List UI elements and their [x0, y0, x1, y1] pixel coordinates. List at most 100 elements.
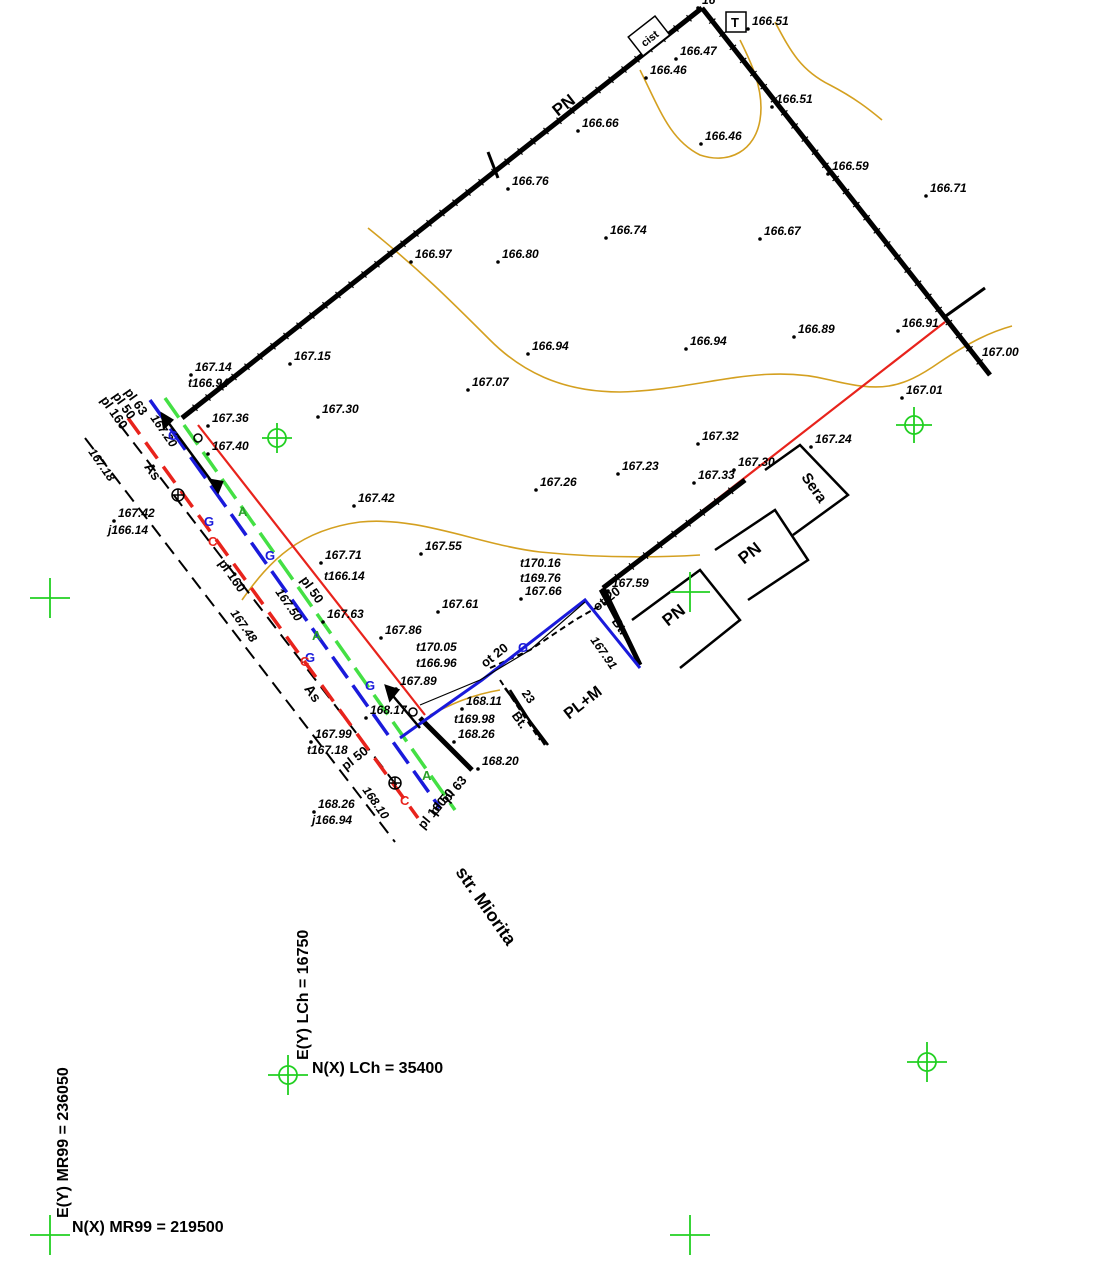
elevation-label: t166.14	[324, 569, 365, 583]
fence-south-corner	[418, 716, 474, 772]
elevation-label: 166.46	[705, 129, 742, 143]
survey-point	[288, 362, 292, 366]
manholes	[171, 433, 418, 790]
elevation-label: 167.33	[698, 468, 735, 482]
survey-point	[696, 442, 700, 446]
building-pn-1	[631, 568, 742, 669]
crossbar	[942, 286, 986, 320]
fence-tick	[614, 573, 621, 581]
crosshair-icon	[262, 423, 292, 453]
elevation-label: 166.71	[930, 181, 967, 195]
fence-tick	[478, 178, 484, 186]
crosshair-icon	[907, 1042, 947, 1082]
fence-tick	[935, 306, 943, 313]
fence-tick	[811, 149, 819, 156]
elevation-label: 167.99	[315, 727, 352, 741]
survey-point	[526, 352, 530, 356]
street-edge-1	[84, 437, 396, 843]
elevation-label: 166.94	[690, 334, 727, 348]
survey-point	[466, 388, 470, 392]
fence-tick	[361, 270, 367, 279]
fence-tick	[465, 188, 471, 197]
gas-line	[163, 396, 457, 812]
fence-tick	[628, 562, 635, 570]
label-t-box: T	[731, 15, 739, 30]
elevation-label: 167.63	[327, 607, 364, 621]
elevation-label: t166.94	[188, 376, 229, 390]
label-as-2: As	[301, 681, 324, 705]
survey-point	[352, 504, 356, 508]
fence-tick	[400, 240, 406, 248]
fence-tick	[708, 18, 716, 25]
elevation-label: j166.14	[106, 523, 148, 537]
fence-tick	[955, 332, 963, 339]
survey-point	[319, 561, 323, 565]
elevation-label: 166.80	[502, 247, 539, 261]
survey-points	[112, 6, 980, 814]
area-labels: PN PN PN Sera PL+M 23 Bt. Bt. cist T str…	[141, 15, 830, 950]
survey-point	[576, 129, 580, 133]
boundary-red-street	[197, 424, 426, 716]
fence-tick	[556, 117, 562, 125]
elevation-label: 167.32	[702, 429, 739, 443]
survey-point	[496, 260, 500, 264]
survey-point	[312, 810, 316, 814]
fence-tick	[569, 106, 575, 115]
fence-tick	[945, 319, 953, 326]
elevation-label: t170.16	[520, 556, 561, 570]
building-bt-2	[508, 689, 547, 746]
survey-point	[506, 187, 510, 191]
fence-tick	[656, 541, 663, 549]
label-pn-building-2: PN	[735, 539, 765, 569]
elevation-label: 166.47	[680, 44, 718, 58]
cist-box	[627, 15, 671, 57]
elevation-label: 168.17	[370, 703, 408, 717]
elevation-label: 167.59	[612, 576, 649, 590]
elevation-label: 167.40	[212, 439, 249, 453]
water-line	[148, 398, 442, 810]
fence-tick	[413, 229, 419, 238]
elevation-label: 167.61	[442, 597, 479, 611]
util-label: pl 160	[414, 794, 449, 832]
util-label-g: G	[168, 428, 178, 443]
survey-point	[976, 358, 980, 362]
contour-line	[241, 520, 701, 601]
survey-point	[379, 636, 383, 640]
crosshair-icon	[30, 578, 70, 618]
survey-point	[644, 76, 648, 80]
util-label-g: G	[265, 548, 275, 563]
survey-point	[896, 329, 900, 333]
label-pl-m: PL+M	[561, 683, 605, 723]
fence-tick	[965, 345, 973, 352]
fence-tick	[821, 162, 829, 169]
fence-tick	[517, 147, 523, 156]
elevation-label: 16	[702, 0, 716, 7]
util-label-g: G	[204, 514, 214, 529]
building-dashes	[489, 599, 611, 741]
fence-tick	[192, 404, 198, 412]
survey-point	[809, 445, 813, 449]
survey-point	[206, 424, 210, 428]
fence-tick	[713, 498, 720, 506]
survey-point	[321, 620, 325, 624]
fence-tick	[335, 291, 341, 299]
elevation-label: t167.18	[307, 743, 348, 757]
fence-tick	[883, 240, 891, 247]
survey-point	[826, 172, 830, 176]
survey-point	[364, 716, 368, 720]
fence-tick	[309, 311, 315, 320]
survey-point	[112, 519, 116, 523]
fence-tick	[543, 127, 549, 135]
fence-tick	[727, 487, 734, 495]
util-label-g: G	[518, 640, 528, 655]
elevation-label: 168.20	[482, 754, 519, 768]
util-label-a: A	[312, 628, 322, 643]
survey-point	[452, 740, 456, 744]
arrows	[160, 411, 421, 729]
building-sera	[764, 443, 850, 537]
label-street: str. Miorita	[452, 863, 521, 950]
util-label-c: C	[300, 654, 310, 669]
label-sera: Sera	[798, 470, 831, 507]
fence-tick	[699, 508, 706, 516]
fence-tick	[504, 158, 510, 166]
